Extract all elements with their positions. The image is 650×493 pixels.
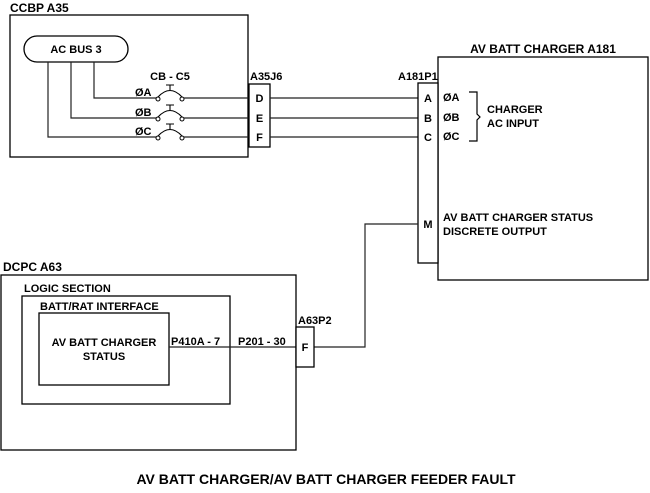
pin-b: B [424,113,432,125]
charger-input-line1: CHARGER [487,104,543,116]
pin-f-a63p2: F [302,342,309,354]
charger-status-line1: AV BATT CHARGER STATUS [443,212,593,224]
breaker-label: CB - C5 [150,71,190,83]
charger-input-line2: AC INPUT [487,118,539,130]
interface-label: BATT/RAT INTERFACE [40,301,159,313]
connector-a181p1: A181P1 A B C M [398,71,439,264]
ac-bus-3-pill [23,35,129,63]
connector-a35j6: A35J6 D E F [248,71,282,148]
charger-phase-a: ØA [443,92,460,104]
connector-a63p2: A63P2 F [295,315,332,368]
phase-a-feed-wire [93,62,158,99]
input-bracket [469,91,481,142]
circuit-breaker-a: ØA [135,84,185,102]
a35j6-label: A35J6 [250,71,282,83]
pin-e: E [256,113,263,125]
a63p2-label: A63P2 [298,315,332,327]
p410a-pin-label: P410A - 7 [171,336,220,348]
ccbp-panel: CCBP A35 AC BUS 3 CB - C5 ØA ØB ØC [9,1,249,158]
pin-d: D [256,93,264,105]
phase-b-feed-wire [70,62,158,119]
dcpc-status-line1: AV BATT CHARGER [52,337,157,349]
charger-status-line2: DISCRETE OUTPUT [443,226,547,238]
dcpc-status-line2: STATUS [83,351,125,363]
circuit-breaker-c: ØC [135,123,185,141]
pin-f: F [256,132,263,144]
interface-box [38,312,170,386]
charger-label: AV BATT CHARGER A181 [470,42,616,56]
diagram-title: AV BATT CHARGER/AV BATT CHARGER FEEDER F… [136,471,515,487]
ccbp-box [9,14,249,158]
pin-a: A [424,93,432,105]
charger-box [437,56,649,281]
charger-unit: AV BATT CHARGER A181 ØA ØB ØC CHARGER AC… [437,42,649,281]
charger-phase-b: ØB [443,112,460,124]
dcpc-panel: DCPC A63 LOGIC SECTION BATT/RAT INTERFAC… [0,260,297,451]
dcpc-label: DCPC A63 [3,260,62,274]
logic-section-label: LOGIC SECTION [24,283,111,295]
status-discrete-wire [314,223,418,348]
ccbp-label: CCBP A35 [10,1,69,15]
phase-c-label: ØC [135,126,152,138]
logic-section-box [21,295,231,405]
phase-a-label: ØA [135,87,152,99]
ac-bus-label: AC BUS 3 [50,44,101,56]
phase-c-feed-wire [47,62,158,138]
p201-pin-label: P201 - 30 [238,336,286,348]
circuit-breaker-b: ØB [135,104,185,122]
pin-c: C [424,132,432,144]
pin-m: M [423,219,432,231]
phase-b-label: ØB [135,107,152,119]
a181p1-label: A181P1 [398,71,438,83]
charger-phase-c: ØC [443,131,460,143]
